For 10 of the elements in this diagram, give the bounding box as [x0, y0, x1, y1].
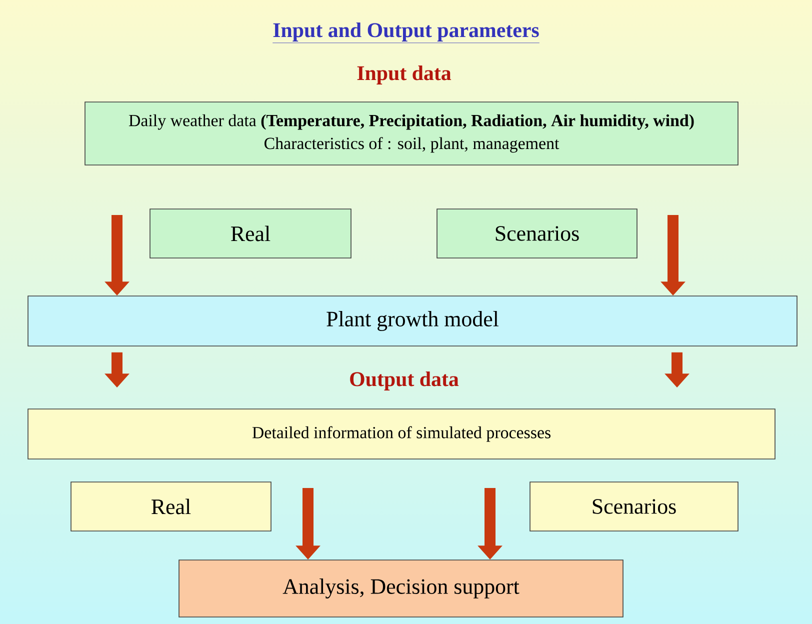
text-box: Scenarios — [530, 482, 738, 532]
text-box: Real — [70, 482, 272, 532]
text-box: Daily weather data (Temperature, Precipitation, Radiation, Air humidity, wind) Characteristics of : soil, plant, management — [84, 102, 738, 166]
text-box: Detailed information of simulated processes — [28, 408, 776, 460]
text-box: Real — [150, 208, 352, 258]
title: Input and Output parameters — [272, 22, 540, 44]
text-box: Plant growth model — [28, 296, 798, 346]
text-box: Scenarios — [436, 208, 638, 258]
section-heading: Output data — [350, 372, 459, 390]
text-box: Analysis, Decision support — [178, 560, 624, 618]
